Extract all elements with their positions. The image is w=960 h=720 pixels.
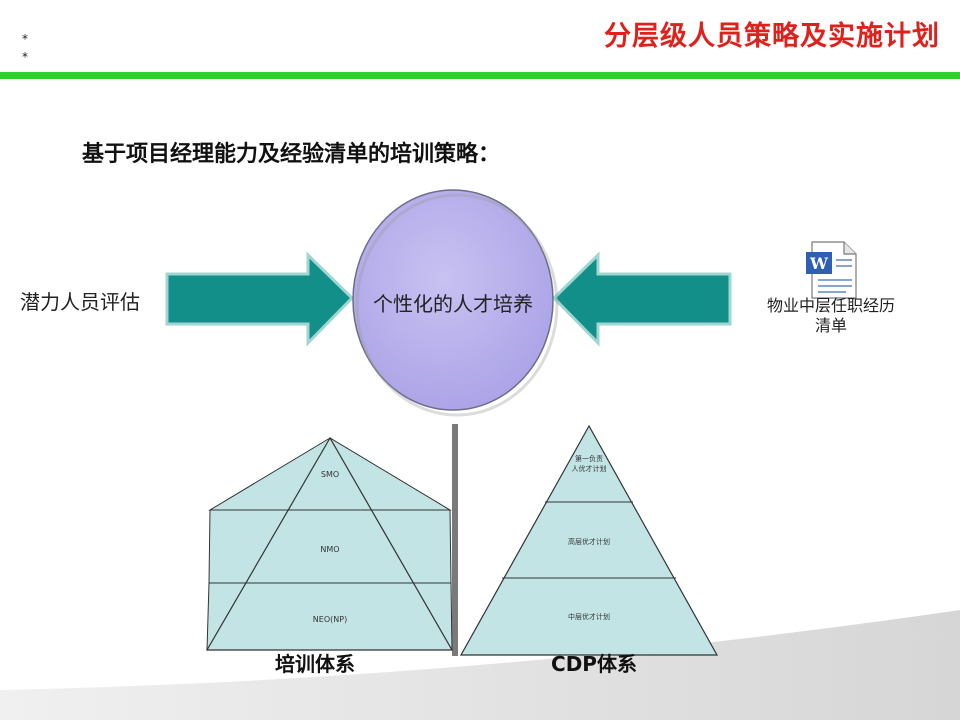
center-circle [352,189,554,411]
left-arrow [165,251,355,347]
cdp-level-top-line: 人优才计划 [571,465,607,473]
svg-text:W: W [809,254,829,273]
training-level-nmo: NMO [320,545,340,554]
training-level-smo: SMO [320,470,340,479]
training-pyramid [205,436,454,651]
cdp-system-label: CDP体系 [551,652,637,676]
header-rule [0,72,960,79]
cdp-pyramid [459,424,719,656]
corner-mark: * [22,50,28,64]
corner-mark: * [22,32,28,46]
corner-marks: * * [22,30,28,66]
training-system-label: 培训体系 [275,652,355,676]
right-arrow [551,251,732,347]
center-label: 个性化的人才培养 [373,292,533,316]
left-input-label: 潜力人员评估 [20,290,140,314]
section-heading: 基于项目经理能力及经验清单的培训策略： [82,142,501,167]
divider-line [452,424,458,656]
slide-title: 分层级人员策略及实施计划 [604,21,940,52]
cdp-level-top-line: 第一负责 [575,455,603,463]
footer-swoosh [0,610,960,720]
word-document-icon: W [806,241,857,299]
cdp-level-middle: 高层优才计划 [568,538,610,546]
document-caption[interactable]: 物业中层任职经历 清单 [746,296,916,336]
training-level-neo: NEO(NP) [312,615,348,624]
cdp-level-bottom: 中层优才计划 [568,613,610,621]
document-caption-line: 清单 [814,316,847,335]
document-caption-line: 物业中层任职经历 [766,296,895,315]
cdp-level-top: 第一负责 人优才计划 [529,454,649,474]
